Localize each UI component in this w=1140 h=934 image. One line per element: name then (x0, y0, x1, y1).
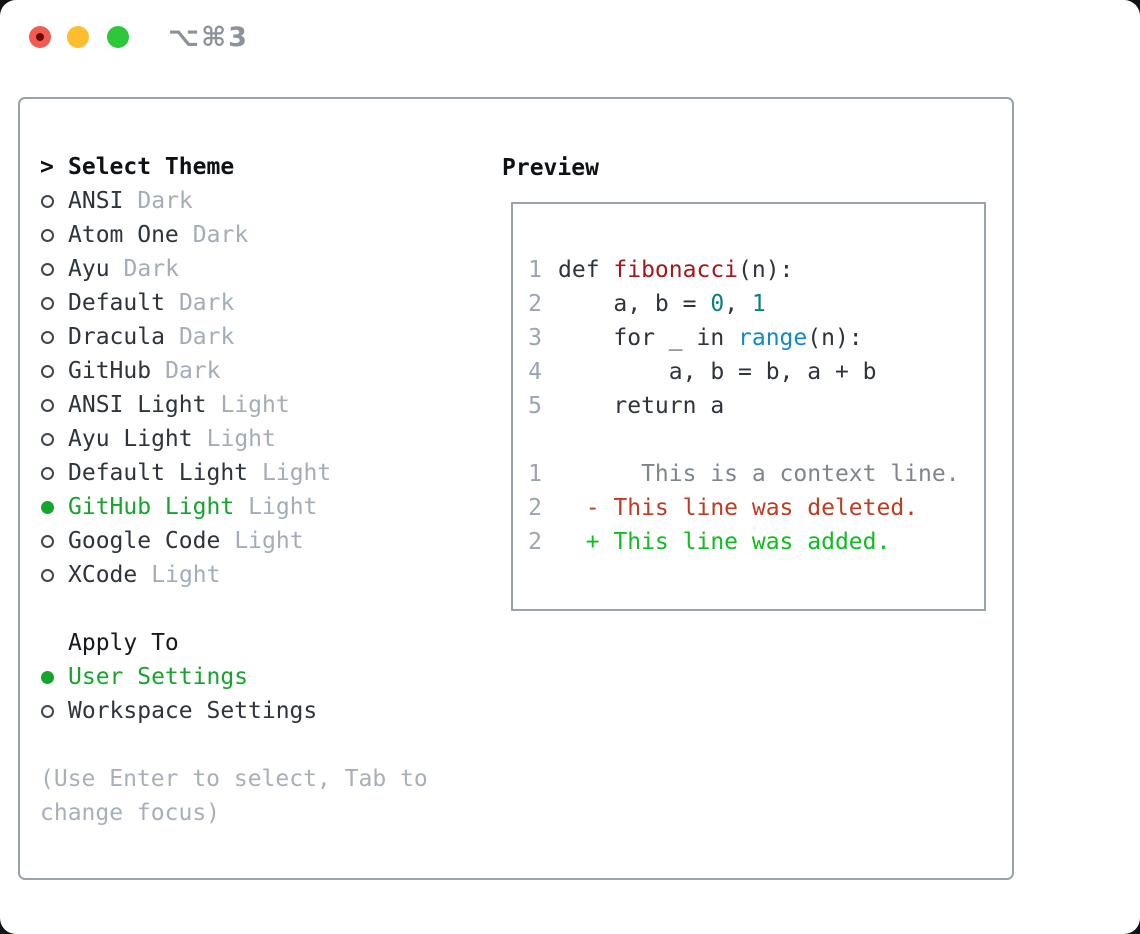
line-number: 5 (528, 393, 542, 419)
option-label: XCode (68, 562, 138, 588)
prompt-caret: > (40, 154, 54, 180)
option-label: Ayu Light (68, 426, 193, 452)
radio-unselected-icon (40, 330, 68, 344)
line-number: 1 (528, 257, 542, 283)
option-variant-tag: Light (248, 494, 318, 520)
option-variant-tag: Dark (137, 188, 193, 214)
option-label: ANSI Light (68, 392, 207, 418)
radio-selected-icon (40, 500, 68, 514)
theme-option[interactable]: ANSI Light Light (40, 388, 470, 422)
line-number: 3 (528, 325, 542, 351)
option-variant-tag: Dark (192, 222, 249, 248)
title-bar: ⌥⌘3 (0, 0, 1140, 74)
radio-unselected-icon (40, 228, 68, 242)
theme-option[interactable]: Ayu Dark (40, 252, 470, 286)
line-number: 2 (528, 291, 542, 317)
apply-target-option[interactable]: User Settings (40, 660, 470, 694)
line-number: 2 (528, 495, 542, 521)
radio-unselected-icon (40, 262, 68, 276)
option-label: GitHub (68, 358, 152, 384)
option-variant-tag: Light (151, 562, 221, 588)
theme-option[interactable]: XCode Light (40, 558, 470, 592)
option-label: Atom One (68, 222, 179, 248)
select-theme-title: Select Theme (68, 154, 235, 180)
line-number: 4 (528, 359, 542, 385)
code-text: - This line was deleted. (558, 495, 919, 521)
theme-option[interactable]: ANSI Dark (40, 184, 470, 218)
code-line: 1 def fibonacci(n): (528, 253, 984, 287)
option-variant-tag: Light (262, 460, 332, 486)
option-label: Google Code (68, 528, 221, 554)
code-line: 5 return a (528, 389, 984, 423)
radio-unselected-icon (40, 194, 68, 208)
option-variant-tag: Light (206, 426, 276, 452)
option-label: Default (68, 290, 165, 316)
line-number: 1 (528, 461, 542, 487)
code-text: a, b = 0, 1 (558, 291, 766, 317)
preview-title: Preview (502, 155, 599, 181)
option-label: Ayu (68, 256, 110, 282)
radio-unselected-icon (40, 534, 68, 548)
code-line: 2 + This line was added. (528, 525, 984, 559)
radio-unselected-icon (40, 296, 68, 310)
select-theme-header: > Select Theme (40, 150, 470, 184)
theme-option[interactable]: Atom One Dark (40, 218, 470, 252)
apply-to-title: Apply To (68, 630, 179, 656)
spacer (40, 592, 470, 626)
theme-option[interactable]: Dracula Dark (40, 320, 470, 354)
zoom-button[interactable] (107, 26, 129, 48)
code-text: return a (558, 393, 725, 419)
code-line: 4 a, b = b, a + b (528, 355, 984, 389)
theme-option[interactable]: Google Code Light (40, 524, 470, 558)
theme-option[interactable]: GitHub Light Light (40, 490, 470, 524)
option-label: GitHub Light (68, 494, 235, 520)
option-variant-tag: Light (234, 528, 304, 554)
apply-to-header: Apply To (40, 626, 470, 660)
option-variant-tag: Dark (123, 256, 179, 282)
diff-preview-lines: 1 This is a context line.2 - This line w… (528, 457, 984, 559)
code-text: a, b = b, a + b (558, 359, 877, 385)
code-line: 1 This is a context line. (528, 457, 984, 491)
option-variant-tag: Dark (178, 290, 235, 316)
code-text: def fibonacci(n): (558, 257, 794, 283)
radio-unselected-icon (40, 466, 68, 480)
option-label: Default Light (68, 460, 249, 486)
apply-target-option[interactable]: Workspace Settings (40, 694, 470, 728)
option-label: Workspace Settings (68, 698, 318, 724)
option-label: Dracula (68, 324, 165, 350)
radio-unselected-icon (40, 568, 68, 582)
code-line: 2 a, b = 0, 1 (528, 287, 984, 321)
close-button[interactable] (29, 26, 51, 48)
line-number: 2 (528, 529, 542, 555)
window-shortcut-label: ⌥⌘3 (168, 22, 249, 53)
radio-unselected-icon (40, 398, 68, 412)
option-label: User Settings (68, 664, 249, 690)
option-variant-tag: Dark (178, 324, 235, 350)
code-text: + This line was added. (558, 529, 891, 555)
option-variant-tag: Light (220, 392, 290, 418)
radio-selected-icon (40, 670, 68, 684)
close-button-dot (36, 33, 44, 41)
option-label: ANSI (68, 188, 124, 214)
code-text: for _ in range(n): (558, 325, 863, 351)
theme-option[interactable]: Default Light Light (40, 456, 470, 490)
code-text: This is a context line. (558, 461, 960, 487)
radio-unselected-icon (40, 364, 68, 378)
theme-option[interactable]: Ayu Light Light (40, 422, 470, 456)
option-variant-tag: Dark (165, 358, 221, 384)
code-line: 3 for _ in range(n): (528, 321, 984, 355)
theme-option[interactable]: GitHub Dark (40, 354, 470, 388)
theme-option[interactable]: Default Dark (40, 286, 470, 320)
minimize-button[interactable] (67, 26, 89, 48)
radio-unselected-icon (40, 432, 68, 446)
code-line: 2 - This line was deleted. (528, 491, 984, 525)
keyboard-hint-text: (Use Enter to select, Tab to change focu… (40, 766, 428, 826)
radio-unselected-icon (40, 704, 68, 718)
